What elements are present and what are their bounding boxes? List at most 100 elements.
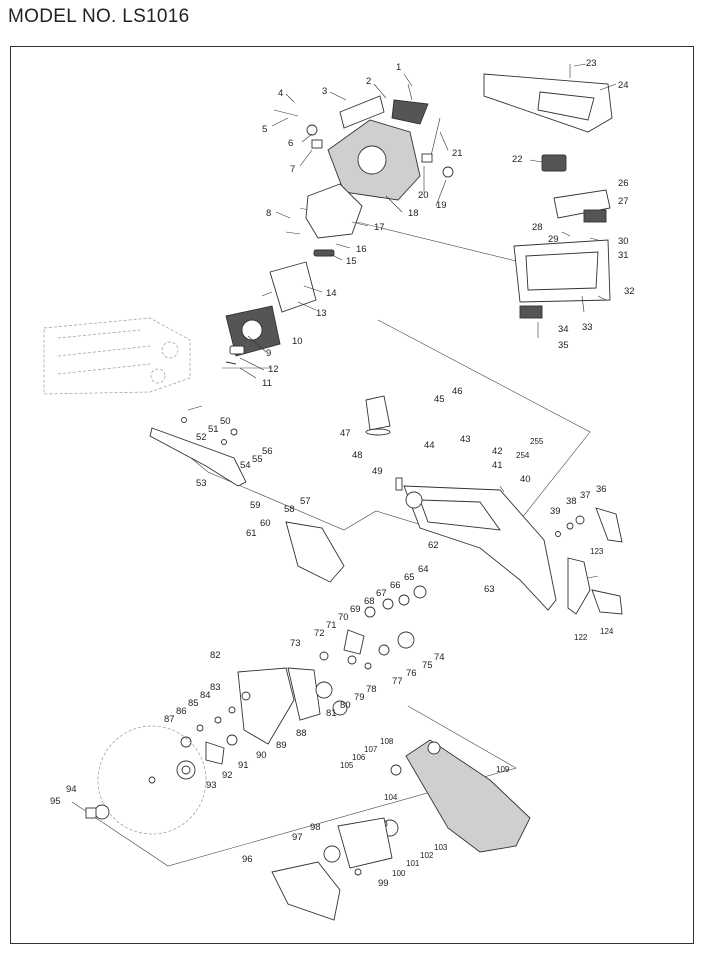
label-4: 4 — [278, 88, 283, 99]
label-45: 45 — [434, 394, 445, 405]
label-50: 50 — [220, 416, 231, 427]
label-58: 58 — [284, 504, 295, 515]
label-22: 22 — [512, 154, 523, 165]
label-90: 90 — [256, 750, 267, 761]
label-102: 102 — [420, 851, 434, 860]
label-107: 107 — [364, 745, 378, 754]
part-122 — [567, 557, 591, 615]
diagram-frame — [10, 46, 694, 944]
label-5: 5 — [262, 124, 267, 135]
label-66: 66 — [390, 580, 401, 591]
label-7: 7 — [290, 164, 295, 175]
label-26: 26 — [618, 178, 629, 189]
part-22 — [541, 154, 567, 172]
label-64: 64 — [418, 564, 429, 575]
label-43: 43 — [460, 434, 471, 445]
armature — [269, 261, 317, 313]
label-99: 99 — [378, 878, 389, 889]
label-255: 255 — [530, 437, 544, 446]
label-75: 75 — [422, 660, 433, 671]
label-93: 93 — [206, 780, 217, 791]
label-29: 29 — [548, 234, 559, 245]
label-86: 86 — [176, 706, 187, 717]
label-123: 123 — [590, 547, 604, 556]
label-76: 76 — [406, 668, 417, 679]
label-51: 51 — [208, 424, 219, 435]
label-3: 3 — [322, 86, 327, 97]
label-70: 70 — [338, 612, 349, 623]
label-84: 84 — [200, 690, 211, 701]
part-124 — [591, 589, 623, 615]
brush-holder-cover — [339, 95, 385, 129]
label-95: 95 — [50, 796, 61, 807]
label-65: 65 — [404, 572, 415, 583]
label-24: 24 — [618, 80, 629, 91]
gear-housing-cover — [237, 667, 295, 745]
label-31: 31 — [618, 250, 629, 261]
label-40: 40 — [520, 474, 531, 485]
label-49: 49 — [372, 466, 383, 477]
gear-housing — [365, 395, 557, 611]
motor-assembly — [225, 83, 454, 365]
safety-cover-parts — [176, 521, 427, 780]
handle-assembly — [483, 64, 613, 338]
label-61: 61 — [246, 528, 257, 539]
label-34: 34 — [558, 324, 569, 335]
label-15: 15 — [346, 256, 357, 267]
label-36: 36 — [596, 484, 607, 495]
label-1: 1 — [396, 62, 401, 73]
label-53: 53 — [196, 478, 207, 489]
part-labels: 1 2 3 4 5 6 7 8 9 10 11 12 13 14 15 16 1… — [50, 58, 635, 889]
label-109: 109 — [496, 765, 510, 774]
label-101: 101 — [406, 859, 420, 868]
label-23: 23 — [586, 58, 597, 69]
switch-cover — [391, 99, 429, 125]
link-arm — [149, 405, 247, 487]
label-42: 42 — [492, 446, 503, 457]
label-41: 41 — [492, 460, 503, 471]
field — [305, 183, 363, 239]
label-21: 21 — [452, 148, 463, 159]
label-10: 10 — [292, 336, 303, 347]
label-71: 71 — [326, 620, 337, 631]
fence-parts — [555, 507, 623, 615]
label-62: 62 — [428, 540, 439, 551]
label-57: 57 — [300, 496, 311, 507]
label-14: 14 — [326, 288, 337, 299]
label-74: 74 — [434, 652, 445, 663]
label-35: 35 — [558, 340, 569, 351]
label-79: 79 — [354, 692, 365, 703]
label-73: 73 — [290, 638, 301, 649]
label-124: 124 — [600, 627, 614, 636]
label-100: 100 — [392, 869, 406, 878]
label-83: 83 — [210, 682, 221, 693]
lower-guard — [85, 739, 531, 921]
label-103: 103 — [434, 843, 448, 852]
label-56: 56 — [262, 446, 273, 457]
label-54: 54 — [240, 460, 251, 471]
label-92: 92 — [222, 770, 233, 781]
label-2: 2 — [366, 76, 371, 87]
label-39: 39 — [550, 506, 561, 517]
label-67: 67 — [376, 588, 387, 599]
label-18: 18 — [408, 208, 419, 219]
label-17: 17 — [374, 222, 385, 233]
label-78: 78 — [366, 684, 377, 695]
part-47 — [365, 395, 391, 431]
label-88: 88 — [296, 728, 307, 739]
label-108: 108 — [380, 737, 394, 746]
label-122: 122 — [574, 633, 588, 642]
label-11: 11 — [262, 378, 272, 389]
guard-body — [405, 739, 531, 853]
label-104: 104 — [384, 793, 398, 802]
label-98: 98 — [310, 822, 321, 833]
label-47: 47 — [340, 428, 351, 439]
label-9: 9 — [266, 348, 271, 359]
label-82: 82 — [210, 650, 221, 661]
label-59: 59 — [250, 500, 261, 511]
saw-blade — [97, 725, 207, 835]
label-85: 85 — [188, 698, 199, 709]
leader-lines — [239, 63, 617, 379]
label-19: 19 — [436, 200, 447, 211]
label-80: 80 — [340, 700, 351, 711]
